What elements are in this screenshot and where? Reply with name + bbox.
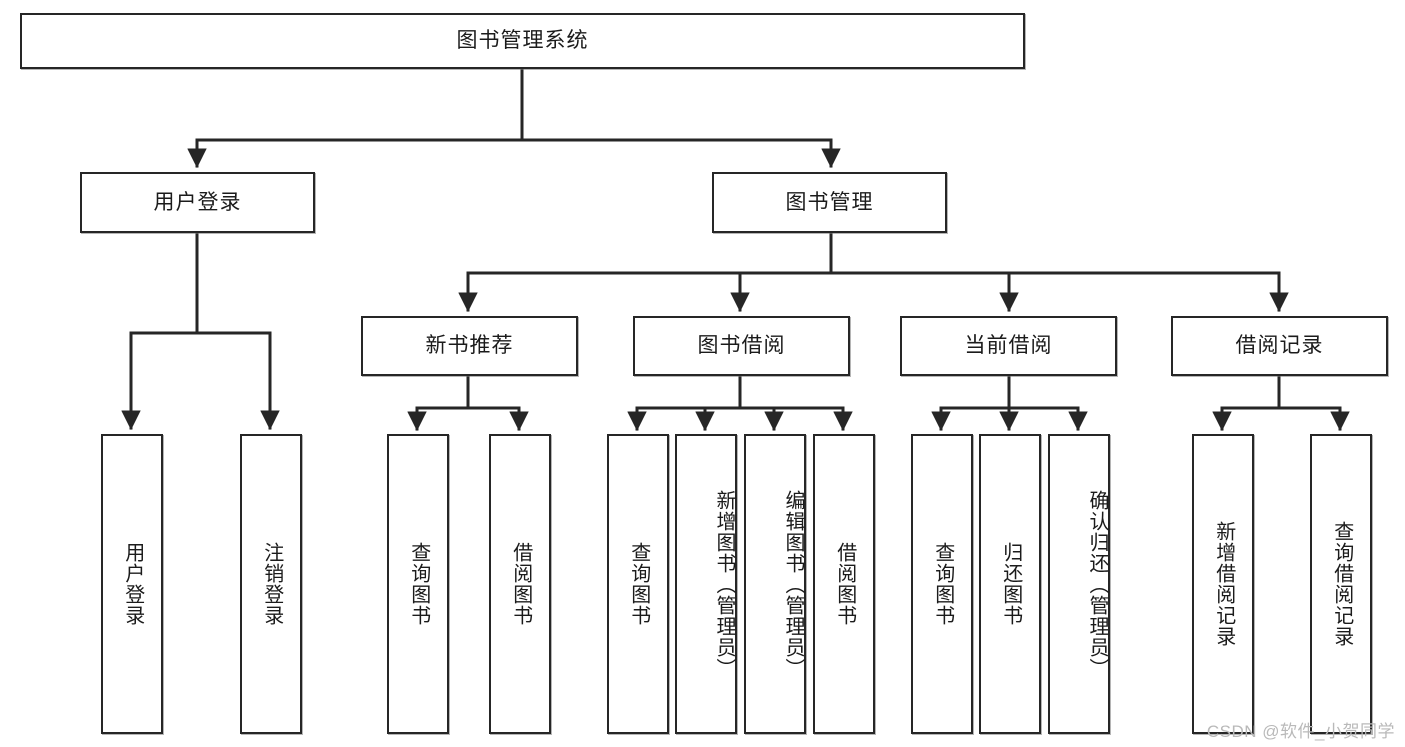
node-label: 查询图书 xyxy=(627,542,650,626)
leaf-borrow-books-recommend[interactable]: 借阅图书 xyxy=(489,434,551,734)
leaf-edit-book-admin[interactable]: 编辑图书（管理员） xyxy=(744,434,806,734)
leaf-confirm-return-admin[interactable]: 确认归还（管理员） xyxy=(1048,434,1110,734)
node-label: 当前借阅 xyxy=(964,334,1053,358)
node-label: 注销登录 xyxy=(260,542,283,626)
leaf-add-book-admin[interactable]: 新增图书（管理员） xyxy=(675,434,737,734)
node-borrowing-records[interactable]: 借阅记录 xyxy=(1171,316,1388,376)
leaf-logout[interactable]: 注销登录 xyxy=(240,434,302,734)
node-label: 借阅图书 xyxy=(833,542,856,626)
leaf-query-books-borrow[interactable]: 查询图书 xyxy=(607,434,669,734)
node-label: 编辑图书（管理员） xyxy=(782,489,804,679)
node-label: 确认归还（管理员） xyxy=(1086,489,1108,679)
leaf-borrow-books[interactable]: 借阅图书 xyxy=(813,434,875,734)
leaf-user-login[interactable]: 用户登录 xyxy=(101,434,163,734)
node-label: 图书管理 xyxy=(785,190,874,214)
node-label: 图书管理系统 xyxy=(456,29,589,53)
node-book-management[interactable]: 图书管理 xyxy=(712,172,947,233)
node-label: 用户登录 xyxy=(121,542,144,626)
node-root-book-management-system[interactable]: 图书管理系统 xyxy=(20,13,1025,69)
leaf-query-borrow-record[interactable]: 查询借阅记录 xyxy=(1310,434,1372,734)
leaf-query-books-recommend[interactable]: 查询图书 xyxy=(387,434,449,734)
node-label: 用户登录 xyxy=(153,190,242,214)
node-label: 查询借阅记录 xyxy=(1330,521,1353,647)
node-label: 借阅记录 xyxy=(1235,334,1324,358)
leaf-query-books-current[interactable]: 查询图书 xyxy=(911,434,973,734)
node-book-borrowing[interactable]: 图书借阅 xyxy=(633,316,850,376)
node-new-book-recommendation[interactable]: 新书推荐 xyxy=(361,316,578,376)
node-label: 新书推荐 xyxy=(425,334,514,358)
node-label: 图书借阅 xyxy=(697,334,786,358)
node-label: 借阅图书 xyxy=(509,542,532,626)
node-label: 查询图书 xyxy=(931,542,954,626)
node-label: 新增图书（管理员） xyxy=(713,489,735,679)
leaf-return-books[interactable]: 归还图书 xyxy=(979,434,1041,734)
node-label: 归还图书 xyxy=(999,542,1022,626)
leaf-add-borrow-record[interactable]: 新增借阅记录 xyxy=(1192,434,1254,734)
node-user-login[interactable]: 用户登录 xyxy=(80,172,315,233)
node-label: 新增借阅记录 xyxy=(1212,521,1235,647)
csdn-watermark: CSDN @软件_小贺同学 xyxy=(1206,722,1395,741)
node-label: 查询图书 xyxy=(407,542,430,626)
node-current-borrowing[interactable]: 当前借阅 xyxy=(900,316,1117,376)
